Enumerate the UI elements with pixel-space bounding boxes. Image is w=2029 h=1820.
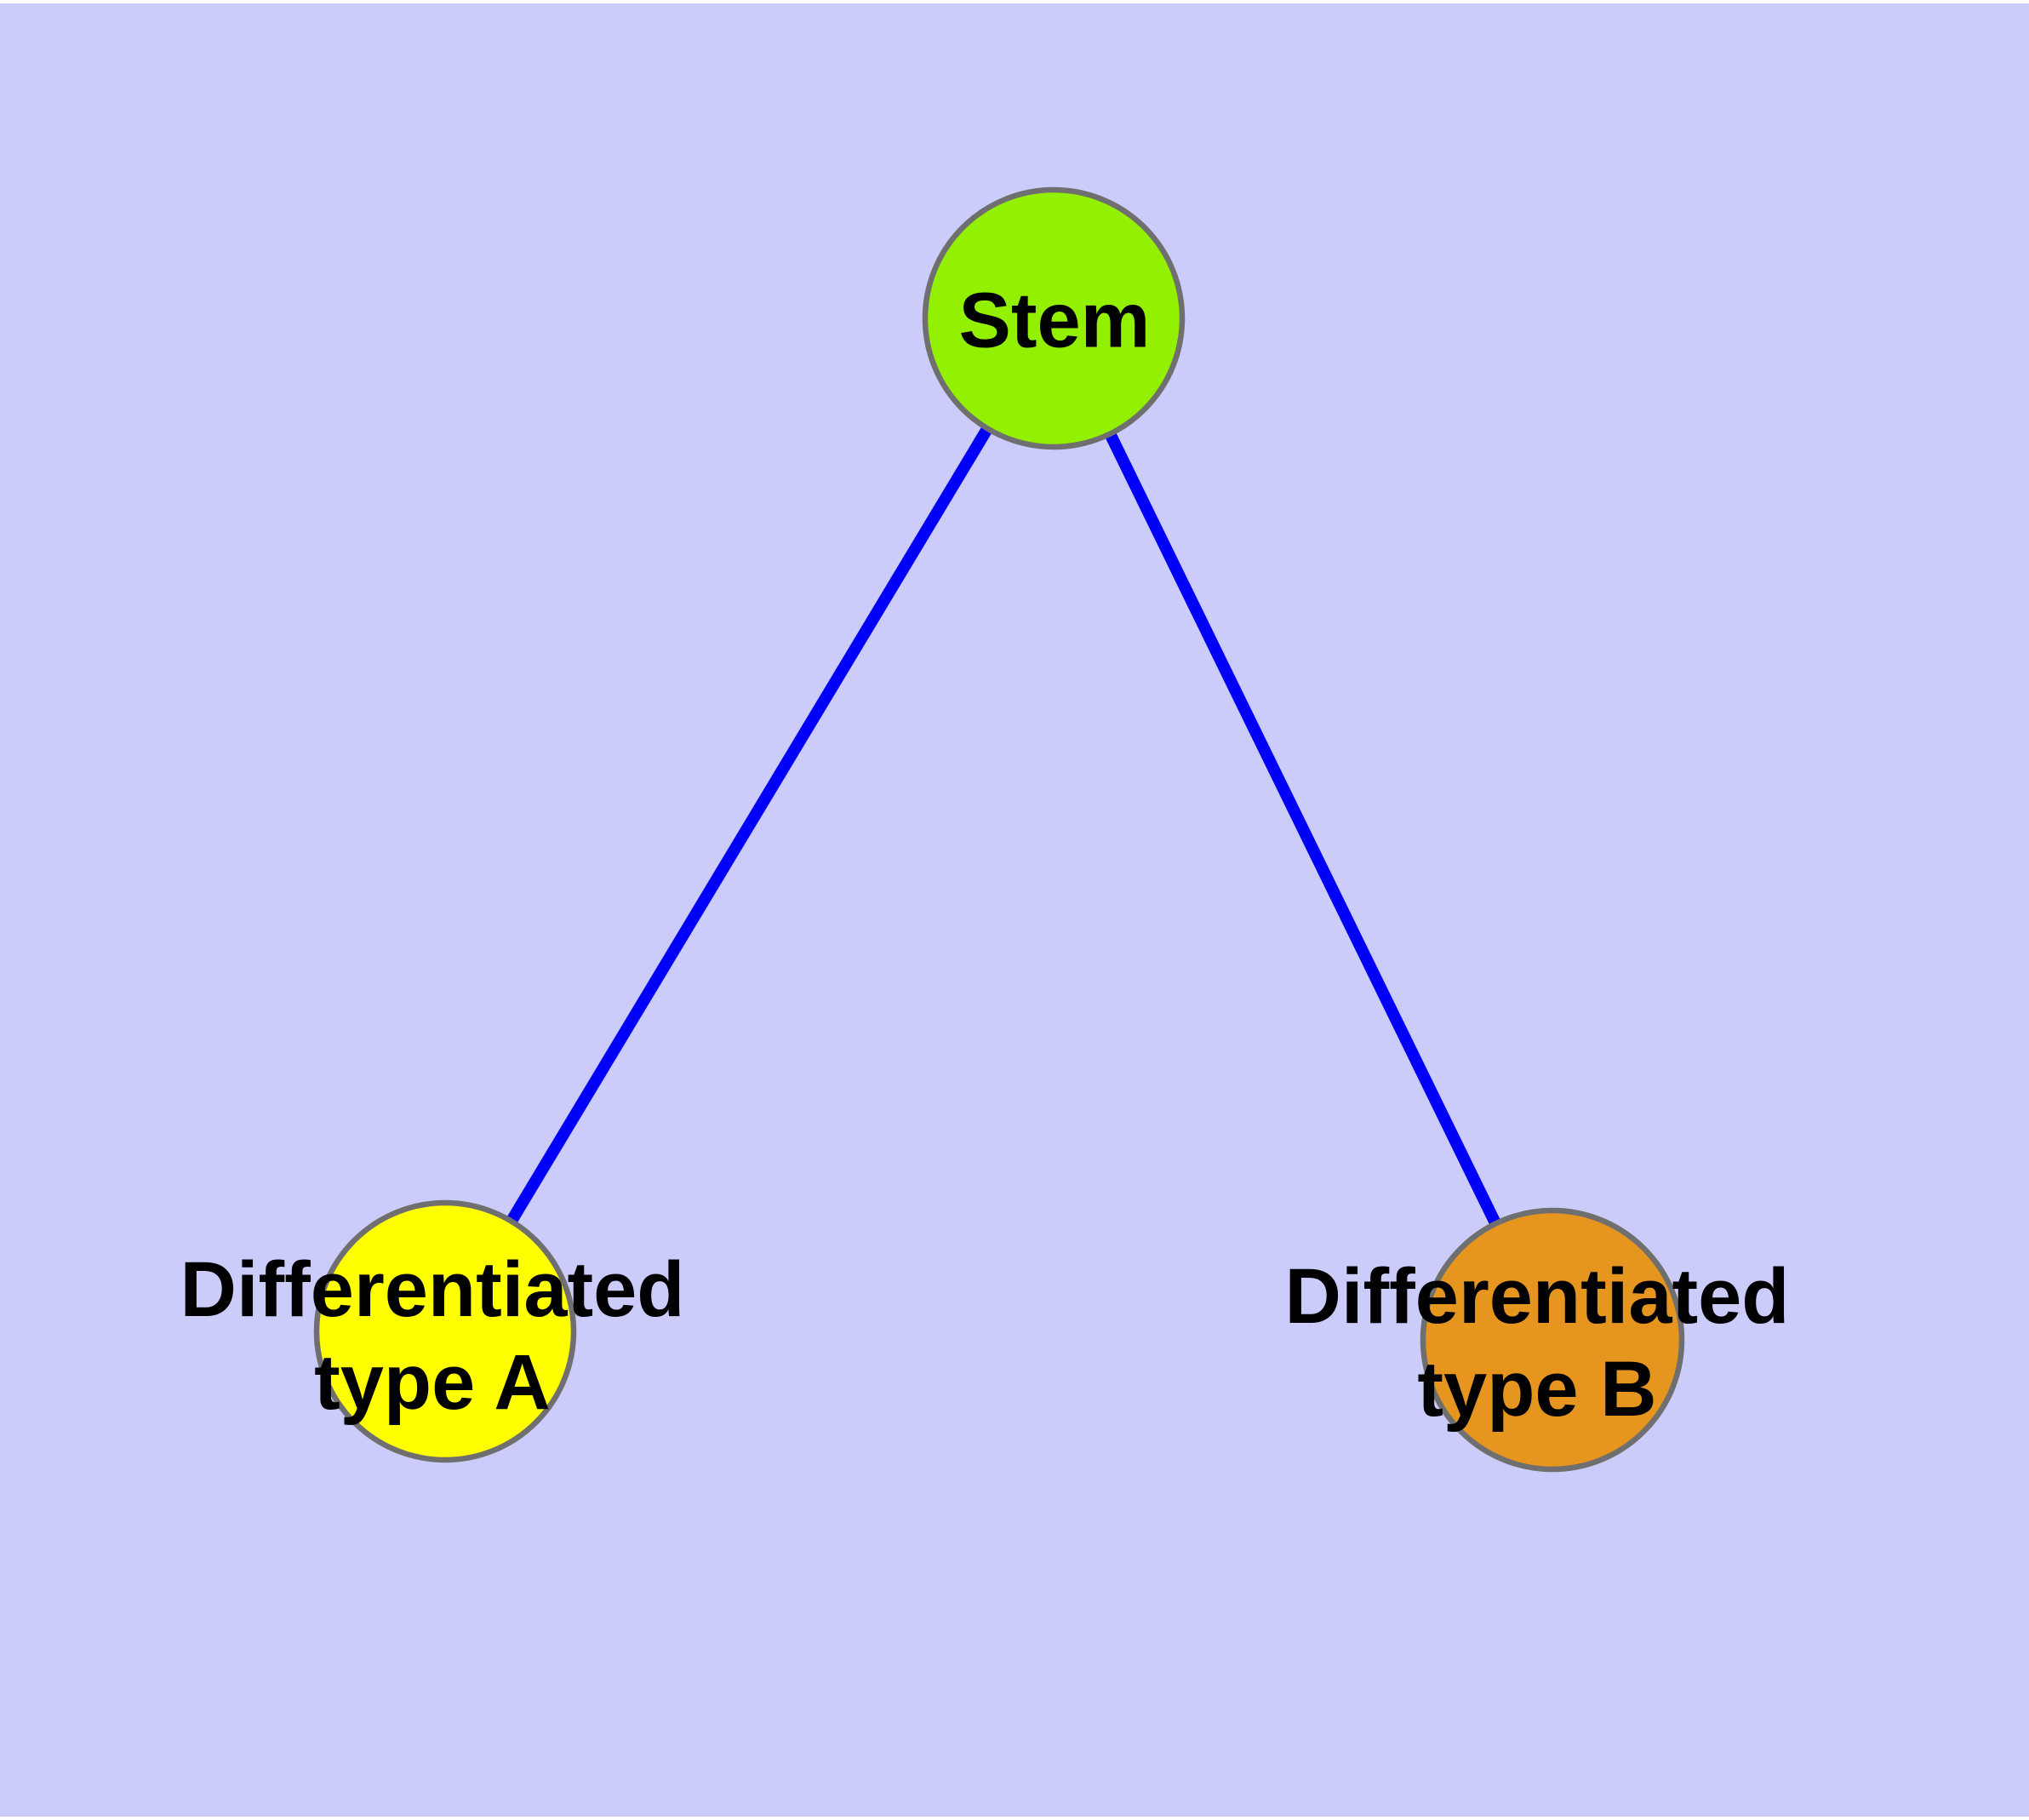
node-label-differentiated-type-b: Differentiated type B	[1285, 1251, 1790, 1436]
node-differentiated-type-a	[313, 1199, 577, 1463]
node-label-stem: Stem	[958, 277, 1151, 364]
node-differentiated-type-b	[1420, 1207, 1685, 1473]
node-label-differentiated-type-a-line1: Differentiated	[180, 1246, 685, 1333]
edge-stem-to-type-a	[439, 315, 1060, 1335]
node-stem	[922, 186, 1186, 450]
node-label-differentiated-type-a: Differentiated type A	[180, 1244, 685, 1429]
node-label-differentiated-type-a-line2: type A	[314, 1339, 551, 1426]
node-label-differentiated-type-b-line2: type B	[1417, 1346, 1657, 1433]
edge-stem-to-type-b	[1048, 315, 1558, 1343]
node-label-differentiated-type-b-line1: Differentiated	[1284, 1253, 1790, 1340]
